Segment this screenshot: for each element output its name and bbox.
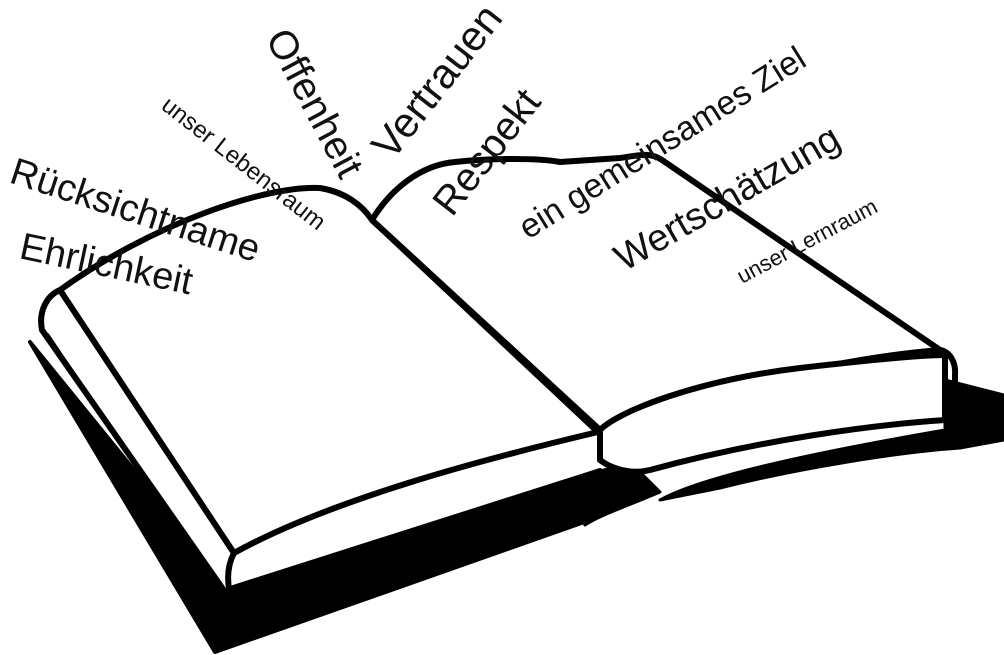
- open-book-drawing: [28, 151, 1004, 654]
- book-right-cover-shadow: [658, 378, 1004, 502]
- book-spine-shadow: [568, 466, 662, 527]
- word-offenheit: Offenheit: [257, 22, 372, 185]
- book-left-page: [57, 184, 601, 556]
